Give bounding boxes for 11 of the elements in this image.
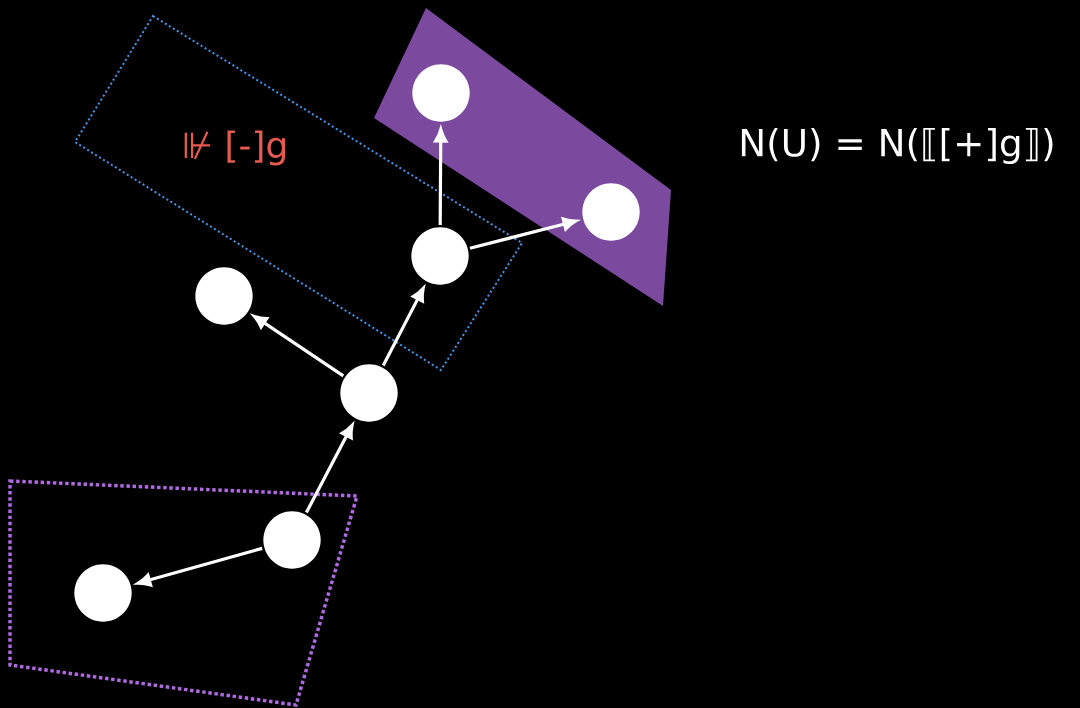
circle [582,183,640,241]
circle [263,511,321,569]
dotted-region [8,479,360,707]
circle [412,64,470,122]
circle [411,227,469,285]
circle [340,364,398,422]
arrow [252,314,345,378]
circle [195,267,253,325]
formula-label: N(U) = N(⟦[+]g⟧) [741,127,1053,165]
arrow [304,423,354,514]
circle [74,564,132,622]
